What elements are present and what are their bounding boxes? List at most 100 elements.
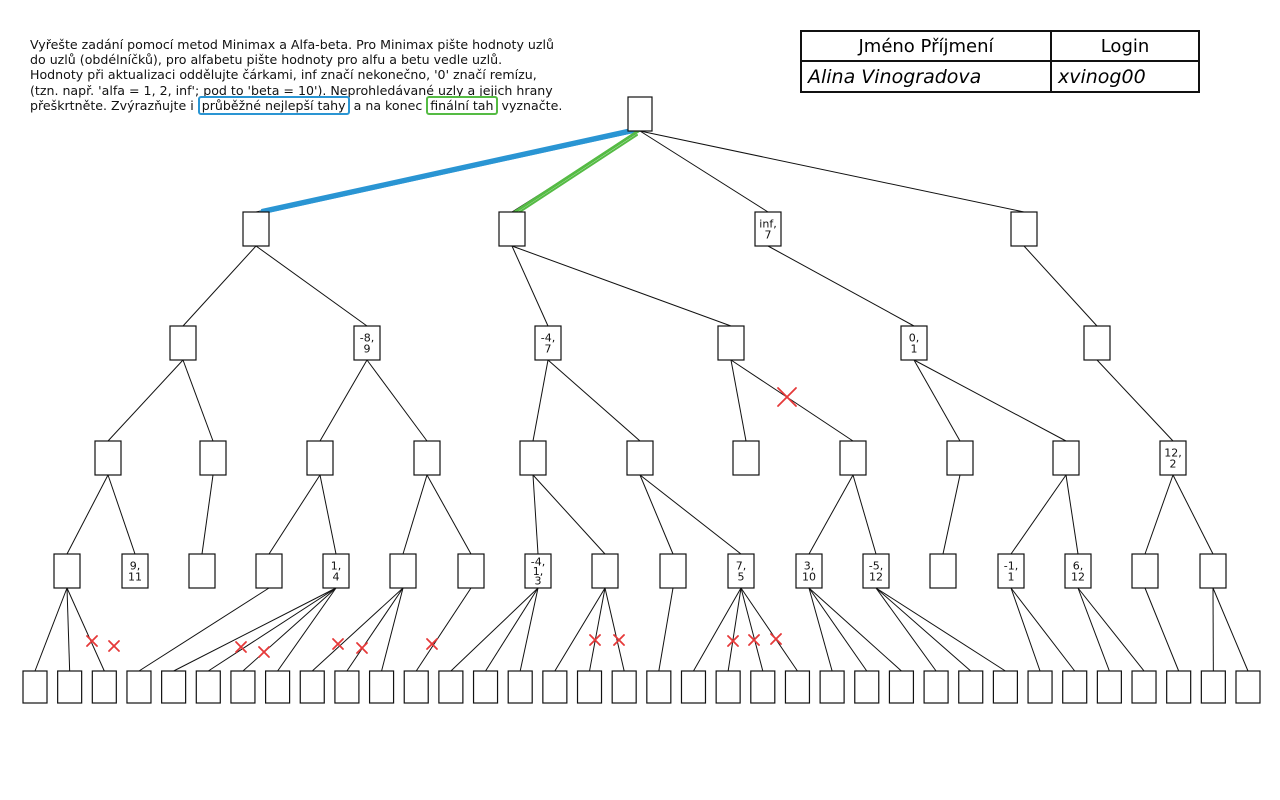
tree-edge	[1065, 474, 1079, 555]
leaf-node	[854, 670, 880, 704]
max-node	[255, 553, 283, 589]
node-value: -1,1	[1004, 559, 1018, 583]
tree-edge	[66, 587, 105, 672]
node-box	[591, 553, 619, 589]
tree-edge	[138, 587, 270, 672]
tree-edge	[107, 474, 136, 555]
instructions-line: Hodnoty při aktualizaci oddělujte čárkam…	[30, 67, 537, 83]
node-box	[784, 670, 811, 704]
tree-edge	[450, 587, 539, 672]
leaf-node	[195, 670, 221, 704]
prune-cross-icon	[426, 638, 438, 650]
node-box	[626, 440, 654, 476]
node-value: 0,1	[909, 331, 920, 355]
tree-edge	[547, 359, 641, 442]
leaf-node	[1096, 670, 1122, 704]
min-node: 12,2	[1159, 440, 1187, 476]
node-value-part: inf,	[759, 217, 776, 230]
tree-edge	[808, 587, 868, 672]
leaf-node	[126, 670, 152, 704]
leaf-node	[507, 670, 533, 704]
max-node	[1131, 553, 1159, 589]
min-node	[1052, 440, 1080, 476]
tree-edge	[381, 587, 404, 672]
node-value-part: 0,	[909, 331, 920, 344]
tree-edge	[426, 474, 472, 555]
node-value-part: 6,	[1073, 559, 1084, 572]
leaf-node	[403, 670, 429, 704]
node-box	[472, 670, 499, 704]
instructions-line: Vyřešte zadání pomocí metod Minimax a Al…	[30, 37, 554, 52]
tree-edge	[639, 130, 769, 213]
node-box	[1083, 325, 1111, 361]
root-node	[627, 96, 653, 132]
leaf-node	[368, 670, 395, 704]
min-node	[199, 440, 227, 476]
tree-edge	[346, 587, 404, 672]
name-value[interactable]: Alina Vinogradova	[800, 60, 1052, 93]
login-value[interactable]: xvinog00	[1050, 60, 1200, 93]
max-node	[389, 553, 417, 589]
leaf-node	[91, 670, 117, 704]
node-value-part: -4,	[531, 555, 545, 568]
prune-cross-icon	[770, 633, 782, 645]
best-move-highlight	[260, 127, 634, 212]
leaf-node	[22, 670, 48, 704]
node-box	[199, 440, 227, 476]
tree-edge	[913, 359, 961, 442]
tree-edge	[532, 474, 606, 555]
node-box	[91, 670, 117, 704]
min-node	[413, 440, 441, 476]
node-value-part: -8,	[360, 331, 374, 344]
node-box	[403, 670, 429, 704]
leaf-node	[299, 670, 325, 704]
node-box	[22, 670, 48, 704]
tree-edge	[485, 587, 539, 672]
node-box	[195, 670, 221, 704]
leaf-node	[888, 670, 915, 704]
login-header: Login	[1050, 30, 1200, 62]
node-box	[534, 325, 562, 361]
tree-edge	[66, 587, 71, 672]
tree-edge	[107, 359, 184, 442]
node-box	[524, 553, 552, 589]
node-box	[299, 670, 325, 704]
tree-edge	[1010, 587, 1076, 672]
node-box	[715, 670, 741, 704]
min-node	[1010, 211, 1038, 247]
node-value: -4,7	[541, 331, 555, 355]
node-box	[121, 553, 149, 589]
tree-edge	[201, 474, 214, 555]
leaf-node	[1062, 670, 1088, 704]
leaf-node	[1166, 670, 1192, 704]
prune-cross-icon	[332, 638, 344, 650]
min-node	[242, 211, 270, 247]
max-node: -4,7	[534, 325, 562, 361]
leaf-node	[57, 670, 83, 704]
min-node	[839, 440, 867, 476]
min-node	[732, 440, 760, 476]
pruned-crosses	[86, 387, 797, 658]
node-box	[322, 553, 350, 589]
tree-edge	[1077, 587, 1145, 672]
node-box	[1166, 670, 1192, 704]
leaf-node	[715, 670, 741, 704]
leaf-node	[264, 670, 291, 704]
node-box	[306, 440, 334, 476]
node-box	[1131, 670, 1157, 704]
node-box	[958, 670, 984, 704]
prune-cross-icon	[727, 635, 739, 647]
tree-edge	[639, 474, 674, 555]
tree-edge	[511, 245, 549, 327]
max-node: 6,12	[1064, 553, 1092, 589]
node-box	[862, 553, 890, 589]
tree-edge	[511, 245, 732, 327]
prune-cross-icon	[86, 635, 98, 647]
tree-edge	[277, 587, 337, 672]
tree-edge	[589, 587, 606, 672]
leaf-node	[472, 670, 499, 704]
leaf-node	[542, 670, 568, 704]
leaf-node	[646, 670, 672, 704]
leaf-node	[576, 670, 603, 704]
node-value-part: -5,	[869, 559, 883, 572]
